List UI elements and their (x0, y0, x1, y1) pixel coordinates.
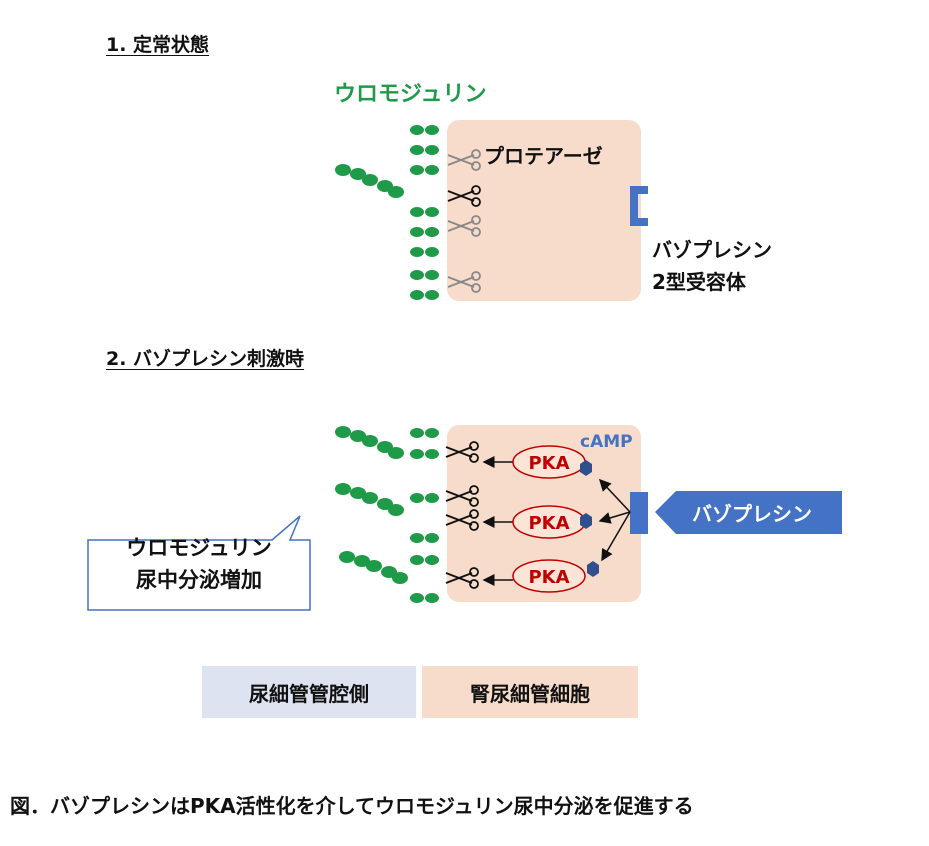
camp-hexagon-icon (587, 561, 599, 577)
receptor-bracket-icon (630, 186, 648, 226)
uromodulin-molecule (410, 533, 439, 543)
uromodulin-molecule (410, 165, 439, 175)
receptor-label-line2: 2型受容体 (652, 270, 746, 294)
scissors-icon (445, 567, 479, 589)
vasopressin-arrow-shape (655, 491, 842, 534)
pka-label: PKA (528, 453, 569, 474)
uromodulin-molecule (410, 290, 439, 300)
legend-lumen: 尿細管管腔側 (202, 666, 416, 718)
uromodulin-molecule (410, 227, 439, 237)
callout-line2: 尿中分泌増加 (136, 568, 262, 592)
uromodulin-molecule (410, 247, 439, 257)
receptor-label-line1: バゾプレシン (652, 238, 772, 262)
figure-caption: 図．バゾプレシンはPKA活性化を介してウロモジュリン尿中分泌を促進する (10, 794, 694, 818)
pka-label: PKA (528, 567, 569, 588)
uromodulin-molecule (410, 593, 439, 603)
pka-ellipse-icon (512, 559, 586, 593)
scissors-icon (447, 271, 481, 293)
callout-bubble (87, 515, 311, 611)
arrow-receptor-to-camp (598, 478, 631, 513)
uromodulin-released-steady (335, 164, 404, 198)
vasopressin-label: バゾプレシン (692, 502, 812, 526)
uromodulin-membrane-stimulated (410, 428, 439, 603)
scissors-icon (447, 215, 481, 237)
camp-hexagon-icon (580, 460, 592, 476)
camp-hexagon-icon (580, 513, 592, 529)
section-1-title: 1. 定常状態 (106, 34, 210, 56)
callout: ウロモジュリン 尿中分泌増加 (88, 520, 310, 610)
uromodulin-molecule (410, 125, 439, 135)
scissors-icon (445, 485, 479, 507)
arrow-receptor-to-camp (598, 511, 631, 524)
scissors-icon (445, 441, 479, 463)
receptor-bar (630, 492, 648, 534)
uromodulin-molecule (410, 428, 439, 438)
uromodulin-molecule (410, 555, 439, 565)
scissors-icon (445, 509, 479, 531)
arrow-receptor-to-camp (601, 511, 631, 562)
scissors-icon (447, 185, 481, 207)
cell-body-steady (447, 120, 641, 301)
uromodulin-molecule (410, 145, 439, 155)
protease-label: プロテアーゼ (484, 144, 603, 168)
uromodulin-molecule (410, 449, 439, 459)
uromodulin-molecule (410, 493, 439, 503)
uromodulin-membrane-steady (410, 125, 439, 300)
uromodulin-molecule (410, 207, 439, 217)
uromodulin-molecule (410, 270, 439, 280)
camp-label: cAMP (580, 432, 633, 452)
uromodulin-released-stimulated (335, 426, 408, 584)
uromodulin-label: ウロモジュリン (334, 82, 487, 107)
callout-line1: ウロモジュリン (126, 536, 272, 560)
pka-label: PKA (528, 513, 569, 534)
section-2-title: 2. バゾプレシン刺激時 (106, 348, 305, 370)
scissors-icon (447, 149, 481, 171)
legend-cell: 腎尿細管細胞 (422, 666, 638, 718)
